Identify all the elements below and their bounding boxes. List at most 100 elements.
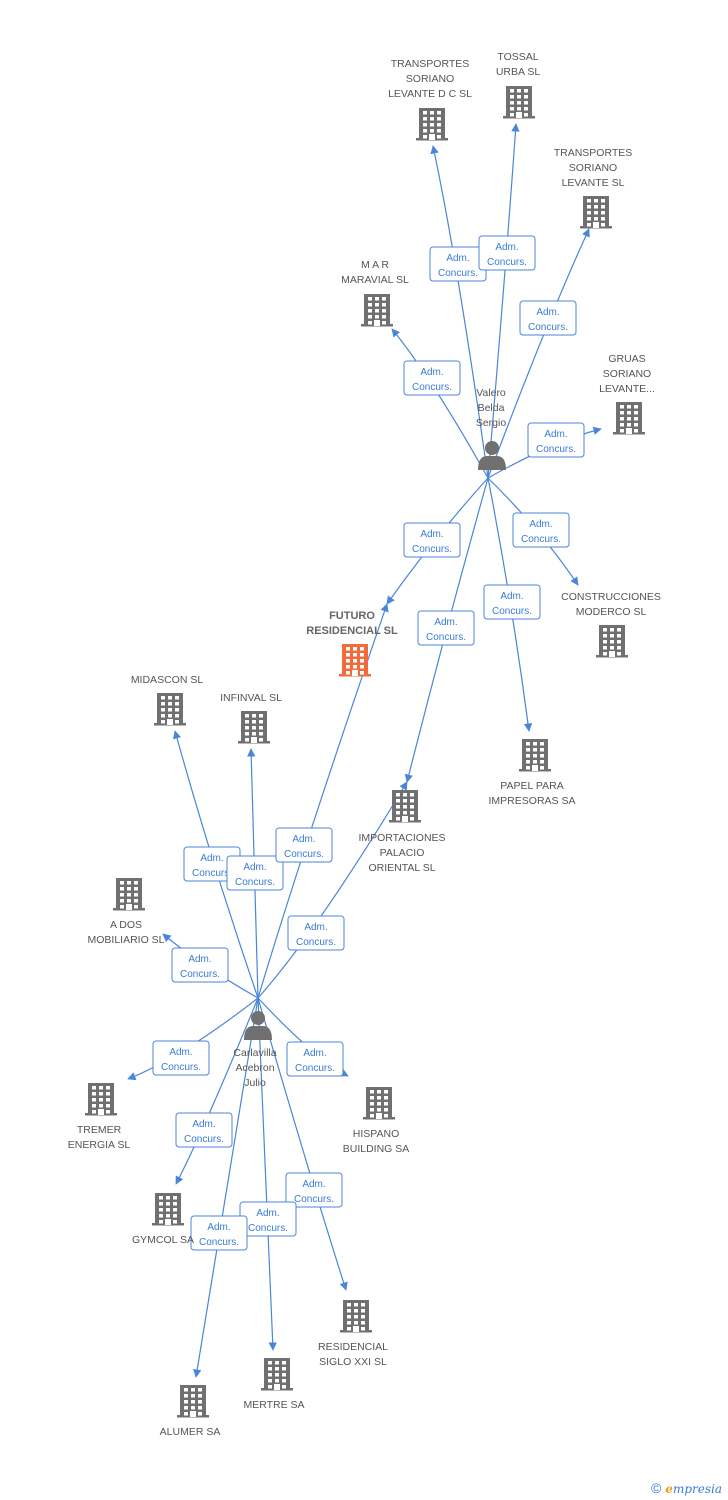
building-icon — [85, 1083, 117, 1116]
edge-label-line: Concurs. — [184, 1134, 224, 1145]
edge-label-box — [190, 1215, 248, 1251]
node-label-line: TOSSAL — [497, 51, 538, 63]
edge-label-line: Adm. — [536, 307, 559, 318]
node-label-line: A DOS — [110, 919, 142, 931]
building-icon — [389, 790, 421, 823]
edge-label-carlavilla-gymcol[interactable]: Adm. Concurs. — [175, 1112, 233, 1148]
building-icon — [152, 1193, 184, 1226]
node-gymcol[interactable]: GYMCOL SA — [132, 1193, 194, 1246]
edge-label-line: Concurs. — [426, 632, 466, 643]
building-icon — [113, 878, 145, 911]
building-icon — [261, 1358, 293, 1391]
edge-label-valero-gruas_soriano[interactable]: Adm.Concurs. — [527, 422, 585, 458]
edge-label-line: Concurs. — [521, 534, 561, 545]
node-label-line: Sergio — [476, 417, 507, 429]
node-label-line: ALUMER SA — [160, 1426, 221, 1438]
edge-label-line: Concurs. — [536, 444, 576, 455]
edge-label-line: Concurs. — [487, 257, 527, 268]
edge-label-carlavilla-residencial_siglo[interactable]: Adm.Concurs. — [285, 1172, 343, 1208]
edge-label-valero-mar_maravial[interactable]: Adm. Concurs. — [403, 360, 461, 396]
footer-brand[interactable]: ©empresia — [651, 1480, 722, 1496]
edge-label-line: Adm. — [434, 617, 457, 628]
building-icon — [519, 739, 551, 772]
edge-carlavilla-gymcol — [175, 997, 259, 1185]
edge-label-line: Concurs. — [438, 268, 478, 279]
edge-label-line: Concurs. — [248, 1223, 288, 1234]
building-icon — [596, 625, 628, 658]
edge-label-box — [285, 1172, 343, 1208]
node-label-line: HISPANO — [353, 1128, 399, 1140]
edge-label-valero-transportes_soriano[interactable]: Adm.Concurs. — [519, 300, 577, 336]
node-label-line: RESIDENCIAL SL — [306, 625, 398, 637]
edge-label-line: Concurs. — [412, 544, 452, 555]
node-infinval[interactable]: INFINVAL SL — [220, 692, 282, 744]
edge-label-carlavilla-midascon[interactable]: Adm.Concurs. — [183, 846, 241, 882]
node-label-line: TRANSPORTES — [554, 147, 633, 159]
edge-carlavilla-importaciones — [257, 781, 408, 999]
edge-label-valero-transportes_soriano_dc[interactable]: Adm. Concurs. — [429, 246, 487, 282]
node-mertre[interactable]: MERTRE SA — [243, 1358, 305, 1411]
building-icon — [154, 693, 186, 726]
edge-label-line: Adm. — [446, 253, 469, 264]
edge-label-carlavilla-tremer[interactable]: Adm.Concurs. — [152, 1040, 210, 1076]
building-icon — [340, 1300, 372, 1333]
edge-label-carlavilla-hispano[interactable]: Adm.Concurs. — [286, 1041, 344, 1077]
building-icon — [613, 402, 645, 435]
edge-label-line: Concurs. — [295, 1063, 335, 1074]
edge-label-line: Concurs. — [492, 606, 532, 617]
node-label-line: BUILDING SA — [343, 1143, 410, 1155]
edge-label-line: Concurs. — [412, 382, 452, 393]
edge-label-carlavilla-alumer[interactable]: Adm.Concurs. — [190, 1215, 248, 1251]
node-label-line: Acebron — [235, 1062, 274, 1074]
node-label-line: ORIENTAL SL — [368, 862, 435, 874]
brand-initial: e — [665, 1482, 673, 1496]
node-label-line: IMPRESORAS SA — [489, 795, 576, 807]
edge-label-valero-papel[interactable]: Adm.Concurs. — [483, 584, 541, 620]
node-label-line: LEVANTE SL — [562, 177, 625, 189]
edge-label-valero-tossal_urba[interactable]: Adm.Concurs. — [478, 235, 536, 271]
edge-label-line: Adm. — [529, 519, 552, 530]
node-midascon[interactable]: MIDASCON SL — [131, 674, 204, 726]
edge-carlavilla-residencial_siglo — [257, 997, 348, 1291]
edge-label-line: Adm. — [256, 1208, 279, 1219]
edge-label-line: Adm. — [420, 529, 443, 540]
node-label-line: Julio — [244, 1077, 266, 1089]
edge-label-carlavilla-mertre[interactable]: Adm. Concurs. — [239, 1201, 297, 1237]
edge-label-valero-importaciones[interactable]: Adm. Concurs. — [417, 610, 475, 646]
edge-label-line: Concurs. — [294, 1194, 334, 1205]
edge-label-carlavilla-importaciones[interactable]: Adm. Concurs. — [287, 915, 345, 951]
node-label-line: LEVANTE... — [599, 383, 655, 395]
brand-logo: empresia — [665, 1482, 722, 1496]
node-gruas_soriano[interactable]: GRUASSORIANOLEVANTE... — [599, 353, 655, 435]
edge-label-carlavilla-a_dos[interactable]: Adm.Concurs. — [171, 947, 229, 983]
edge-label-line: Adm. — [304, 922, 327, 933]
edge-label-valero-futuro[interactable]: Adm. Concurs. — [403, 522, 461, 558]
node-label-line: INFINVAL SL — [220, 692, 282, 704]
node-label-line: ENERGIA SL — [68, 1139, 131, 1151]
edge-label-carlavilla-futuro[interactable]: Adm.Concurs. — [275, 827, 333, 863]
edge-label-box — [478, 235, 536, 271]
edge-label-line: Adm. — [192, 1119, 215, 1130]
edge-label-valero-construcciones[interactable]: Adm. Concurs. — [512, 512, 570, 548]
edge-label-carlavilla-infinval[interactable]: Adm.Concurs. — [226, 855, 284, 891]
node-alumer[interactable]: ALUMER SA — [160, 1385, 221, 1438]
edge-label-line: Adm. — [420, 367, 443, 378]
edge-label-line: Concurs. — [199, 1237, 239, 1248]
node-hispano[interactable]: HISPANO BUILDING SA — [343, 1087, 410, 1155]
edge-label-line: Concurs. — [296, 937, 336, 948]
edge-label-box — [287, 915, 345, 951]
